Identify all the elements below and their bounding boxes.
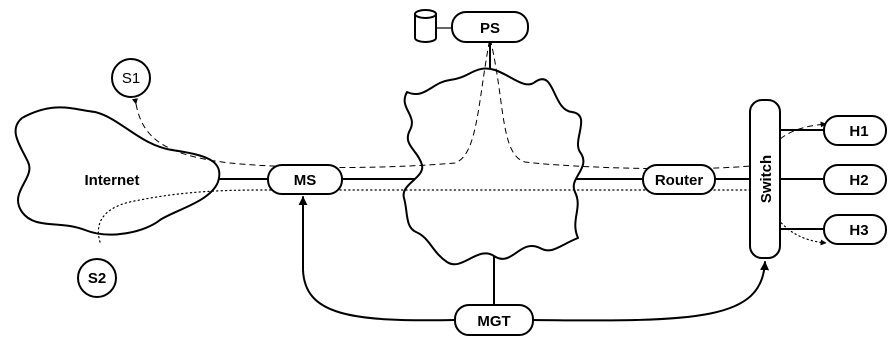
ms-label: MS xyxy=(294,172,317,189)
switch-label: Switch xyxy=(758,155,775,203)
h3-label: H3 xyxy=(849,222,868,239)
database-cylinder-icon xyxy=(414,9,437,43)
ps-node[interactable]: PS xyxy=(451,11,529,43)
mgt-box xyxy=(454,304,534,336)
ms-node[interactable]: MS xyxy=(267,164,343,195)
s1-node[interactable]: S1 xyxy=(111,58,151,98)
h2-node[interactable]: H2 xyxy=(823,164,887,195)
ps-box xyxy=(451,11,529,43)
router-label: Router xyxy=(655,172,703,189)
router-box xyxy=(642,164,716,195)
h1-box xyxy=(823,115,887,146)
h3-box xyxy=(823,214,887,245)
h2-label: H2 xyxy=(849,172,868,189)
switch-box xyxy=(749,99,781,259)
internet-cloud xyxy=(14,106,221,236)
ps-label: PS xyxy=(480,20,500,37)
h2-box xyxy=(823,164,887,195)
internet-label: Internet xyxy=(84,172,139,189)
mgt-to-switch-arrow xyxy=(531,261,770,322)
h1-label: H1 xyxy=(849,123,868,140)
s1-label: S1 xyxy=(122,70,140,87)
links xyxy=(214,27,827,306)
flow-s1-h1-dashed xyxy=(132,37,827,170)
s2-label: S2 xyxy=(88,270,106,287)
core-network-cloud xyxy=(402,67,585,266)
h3-node[interactable]: H3 xyxy=(823,214,887,245)
mgt-label: MGT xyxy=(477,313,510,330)
router-node[interactable]: Router xyxy=(642,164,716,195)
mgt-to-ms-arrow xyxy=(298,196,456,322)
h1-node[interactable]: H1 xyxy=(823,115,887,146)
s2-node[interactable]: S2 xyxy=(77,258,117,298)
s2-circle xyxy=(77,258,117,298)
mgt-node[interactable]: MGT xyxy=(454,304,534,336)
switch-node[interactable]: Switch xyxy=(749,99,781,259)
ms-box xyxy=(267,164,343,195)
s1-circle xyxy=(111,58,151,98)
